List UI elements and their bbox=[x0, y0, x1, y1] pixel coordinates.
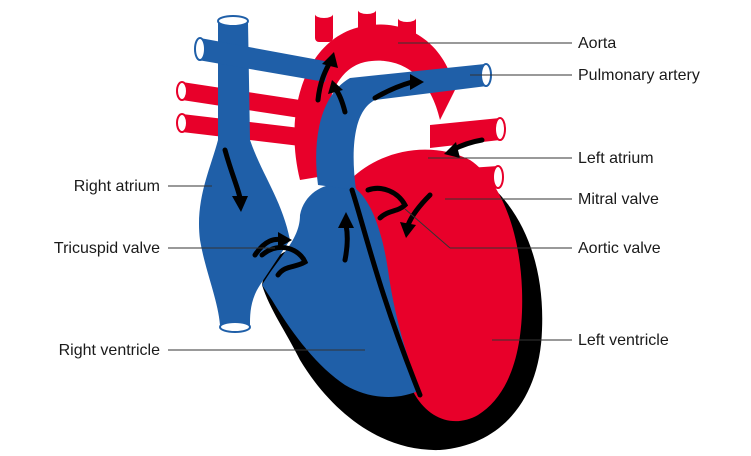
flow-arrow-rv-up bbox=[345, 225, 347, 260]
label-right-ventricle: Right ventricle bbox=[59, 342, 160, 359]
label-aorta: Aorta bbox=[578, 35, 616, 52]
label-left-atrium: Left atrium bbox=[578, 150, 654, 167]
label-pulmonary-artery: Pulmonary artery bbox=[578, 67, 700, 84]
label-aortic-valve: Aortic valve bbox=[578, 240, 661, 257]
pulmonary-artery-left-branch bbox=[198, 38, 330, 82]
label-tricuspid-valve: Tricuspid valve bbox=[54, 240, 160, 257]
label-left-ventricle: Left ventricle bbox=[578, 332, 669, 349]
label-mitral-valve: Mitral valve bbox=[578, 191, 659, 208]
label-right-atrium: Right atrium bbox=[74, 178, 160, 195]
